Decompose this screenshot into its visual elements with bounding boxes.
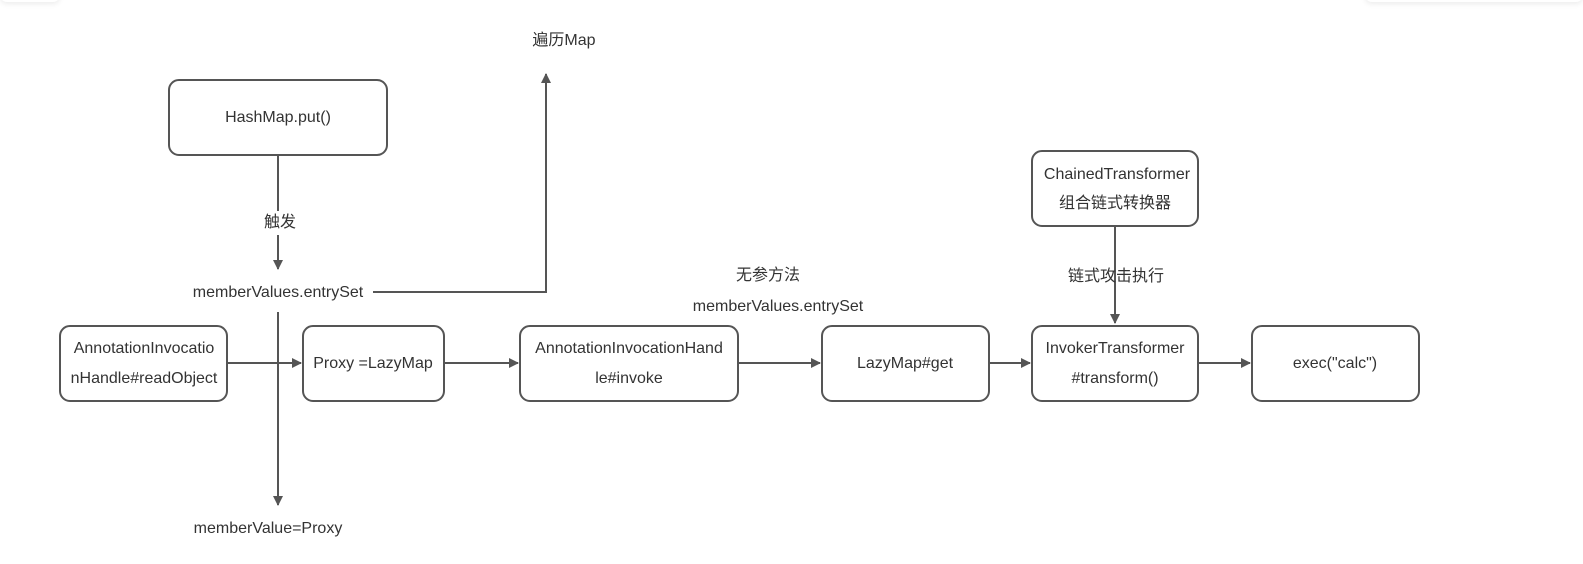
node-invoker-transform-label-line2: #transform() (1071, 370, 1158, 387)
node-proxy-lazymap-label: Proxy =LazyMap (313, 355, 433, 372)
node-chained-transformer-box (1031, 150, 1199, 227)
node-annotation-invoke-label-line1: AnnotationInvocationHand (535, 340, 723, 357)
member-value-proxy-label: memberValue=Proxy (194, 520, 343, 537)
node-annotation-invoke-label-line2: le#invoke (595, 370, 663, 387)
node-lazymap-get-label: LazyMap#get (857, 355, 954, 372)
node-hashmap-put-box (168, 79, 388, 156)
node-invoker-transform-label-line1: InvokerTransformer (1046, 340, 1186, 357)
node-exec-calc-label: exec("calc") (1293, 355, 1377, 372)
node-proxy-lazymap-box (302, 325, 445, 402)
node-texts: HashMap.put() AnnotationInvocatio nHandl… (71, 109, 1378, 387)
top-right-card-edge (1365, 0, 1583, 2)
node-exec-calc-box (1251, 325, 1420, 402)
edge-entryset-to-traverse-map (373, 73, 551, 293)
chain-attack-label: 链式攻击执行 (1068, 267, 1164, 285)
no-arg-method-label-line2: memberValues.entrySet (693, 298, 864, 315)
node-annotation-readobject-label-line1: AnnotationInvocatio (74, 340, 215, 357)
node-hashmap-put-label: HashMap.put() (225, 109, 331, 126)
member-entryset-label: memberValues.entrySet (193, 284, 364, 301)
top-left-card-edge (0, 0, 60, 2)
node-chained-transformer-label-line1: ChainedTransformer (1044, 166, 1191, 183)
node-chained-transformer-label-line2: 组合链式转换器 (1059, 194, 1171, 212)
trigger-label: 触发 (264, 213, 296, 231)
node-lazymap-get-box (821, 325, 990, 402)
traverse-map-label: 遍历Map (532, 31, 595, 49)
edge-labels: 触发 遍历Map memberValues.entrySet memberVal… (193, 31, 1164, 537)
node-annotation-invoke-box (519, 325, 739, 402)
node-annotation-readobject-label-line2: nHandle#readObject (71, 370, 218, 387)
nodes (59, 79, 1420, 402)
trigger-label-background (258, 211, 300, 235)
no-arg-method-label-line1: 无参方法 (736, 266, 800, 284)
node-invoker-transform-box (1031, 325, 1199, 402)
node-annotation-readobject-box (59, 325, 228, 402)
